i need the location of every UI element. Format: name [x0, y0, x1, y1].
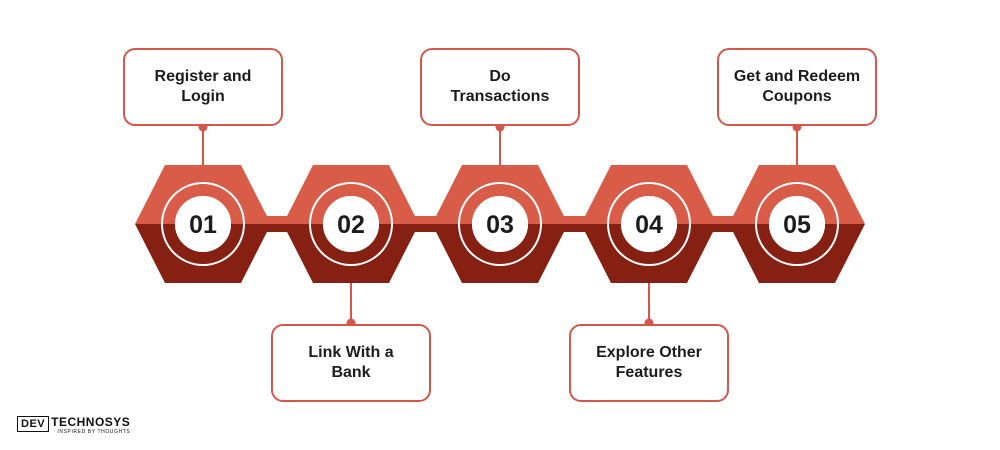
ring-bottom-half: [757, 224, 837, 264]
connector-bottom: [407, 224, 444, 232]
connector-bar: [407, 216, 444, 232]
ring-center: [323, 196, 379, 252]
step-hexagon-5: 05: [729, 122, 865, 283]
ring-top-half: [757, 184, 837, 224]
step-number-3: 03: [486, 211, 514, 239]
connector-top: [556, 216, 593, 224]
ring-center: [472, 196, 528, 252]
connector-top: [259, 216, 295, 224]
step-label-2: Link With a Bank: [271, 324, 431, 402]
ring-center: [621, 196, 677, 252]
ring-center: [175, 196, 231, 252]
step-label-line: Link With a: [308, 344, 394, 361]
step-label-line: Login: [181, 88, 225, 105]
ring-bottom-half: [311, 224, 391, 264]
ring-top-half: [609, 184, 689, 224]
connector-bar: [259, 216, 295, 232]
ring-bottom-half: [460, 224, 540, 264]
connector-bar: [705, 216, 741, 232]
step-number-1: 01: [189, 211, 217, 239]
step-label-text: Link With a Bank: [308, 343, 393, 383]
ring-top-half: [460, 184, 540, 224]
step-label-line: Features: [615, 364, 683, 381]
step-label-line: Bank: [331, 364, 371, 381]
connector-bottom: [556, 224, 593, 232]
step-label-line: Coupons: [762, 88, 832, 105]
logo-box: DEV: [17, 416, 50, 432]
devtechnosys-logo: DEV TECHNOSYS INSPIRED BY THOUGHTS: [17, 416, 130, 435]
step-label-line: Register and: [154, 68, 252, 85]
ring-bottom-half: [163, 224, 243, 264]
step-label-line: Explore Other: [596, 344, 702, 361]
connector-bottom: [705, 224, 741, 232]
step-label-line: Do: [489, 68, 511, 85]
ring-bottom-half: [609, 224, 689, 264]
step-number-2: 02: [337, 211, 365, 239]
step-number-5: 05: [783, 211, 811, 239]
connector-top: [705, 216, 741, 224]
logo-tagline: INSPIRED BY THOUGHTS: [57, 429, 131, 435]
logo-wordmark: TECHNOSYS: [51, 415, 131, 429]
ring-top-half: [311, 184, 391, 224]
step-hexagon-3: 03: [432, 122, 568, 283]
connector-top: [407, 216, 444, 224]
step-label-line: Transactions: [450, 88, 550, 105]
logo-main: TECHNOSYS INSPIRED BY THOUGHTS: [51, 415, 131, 436]
connector-bottom: [259, 224, 295, 232]
ring-top-half: [163, 184, 243, 224]
step-number-4: 04: [635, 211, 663, 239]
step-hexagon-2: 02: [283, 165, 419, 328]
step-hexagon-1: 01: [135, 122, 271, 283]
step-hexagon-4: 04: [581, 165, 717, 328]
ring-center: [769, 196, 825, 252]
connector-bar: [556, 216, 593, 232]
step-label-line: Get and Redeem: [733, 68, 861, 85]
